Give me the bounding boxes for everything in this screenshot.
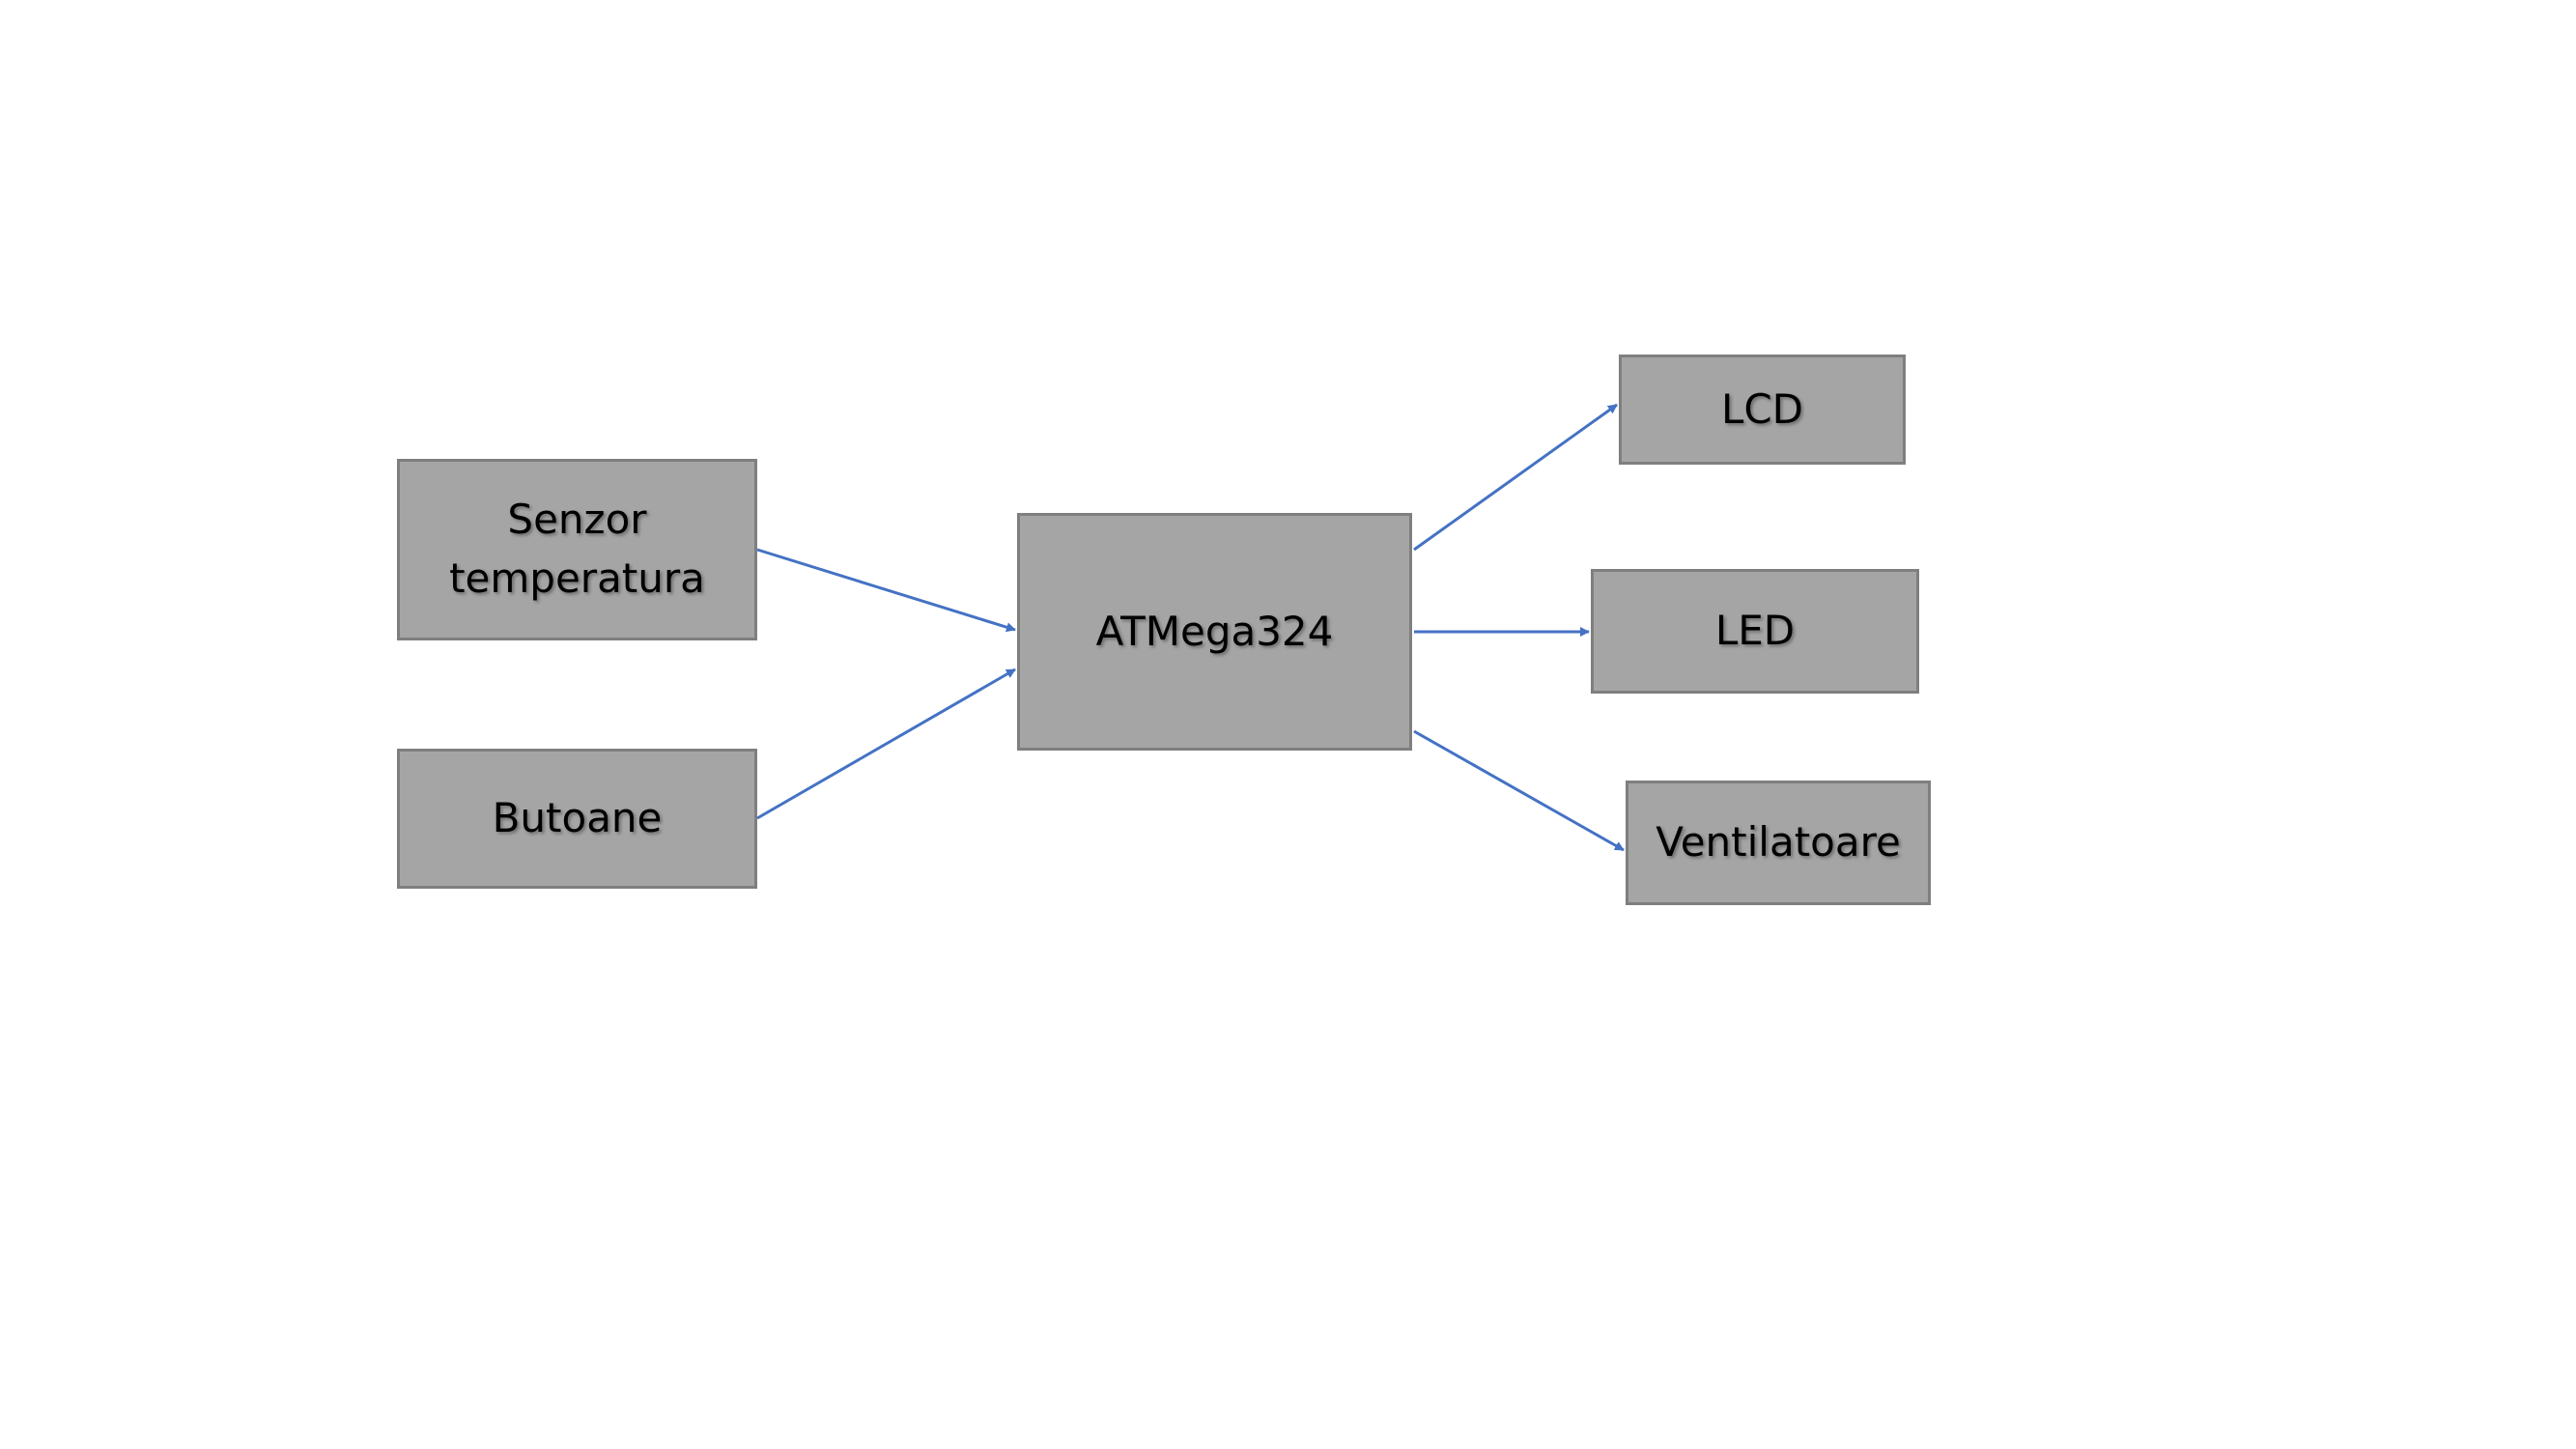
node-butoane: Butoane [397, 749, 757, 889]
edge-atmega-to-ventilatoare [1413, 729, 1625, 852]
edge-senzor-to-atmega [756, 548, 1016, 633]
edge-butoane-to-atmega [756, 668, 1016, 820]
node-ventilatoare: Ventilatoare [1626, 781, 1931, 905]
edge-atmega-to-lcd [1413, 403, 1618, 552]
node-label: Ventilatoare [1656, 818, 1901, 867]
node-label: LED [1714, 607, 1796, 655]
node-label: ATMega324 [1095, 607, 1334, 655]
node-label: LCD [1720, 384, 1804, 433]
node-label: Butoane [492, 794, 663, 842]
node-senzor-temperatura: Senzor temperatura [397, 459, 757, 640]
node-lcd: LCD [1619, 355, 1906, 465]
node-label: Senzor temperatura [449, 496, 705, 602]
node-led: LED [1591, 569, 1919, 694]
node-atmega324: ATMega324 [1017, 513, 1412, 751]
